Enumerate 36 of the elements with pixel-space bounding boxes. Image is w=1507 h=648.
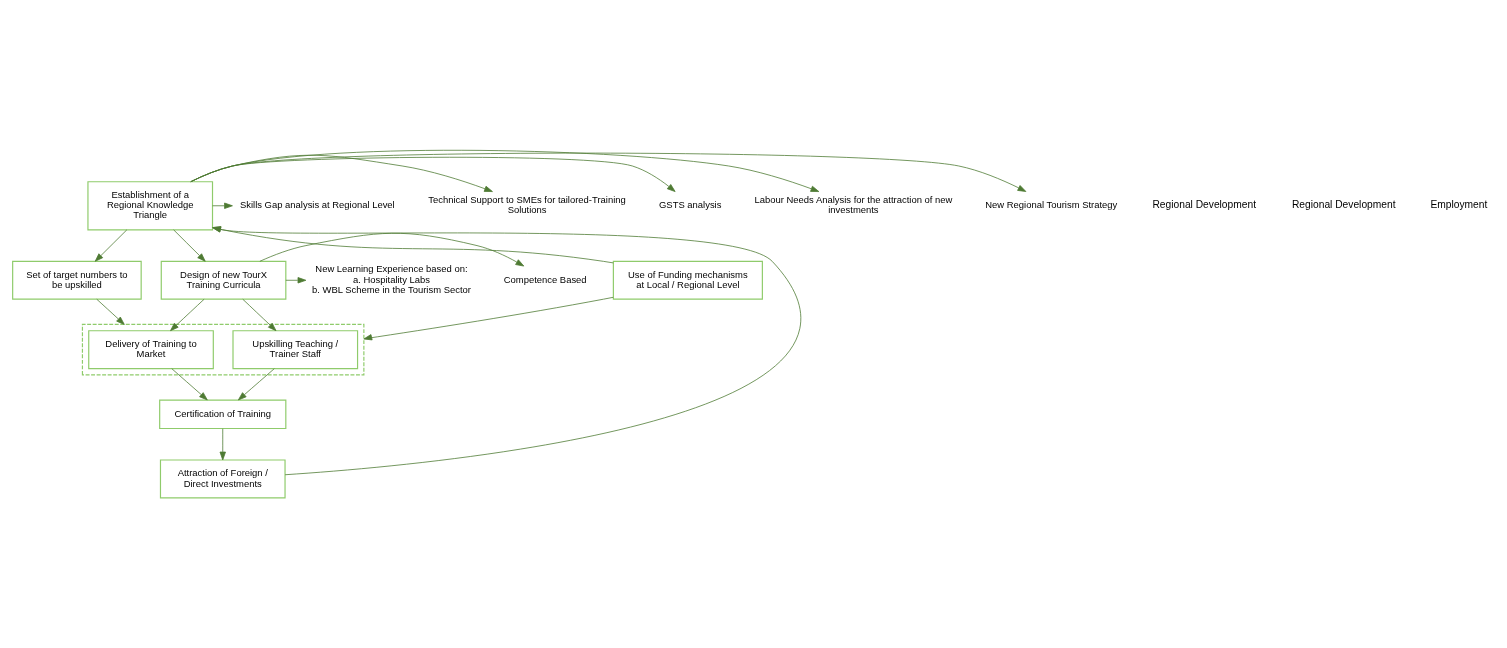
node-box: Set of target numbers to be upskilled — [12, 260, 142, 300]
arrow — [173, 229, 206, 262]
arrow — [190, 152, 1027, 192]
arrow — [212, 202, 233, 209]
arrow — [94, 229, 128, 262]
arrow — [212, 226, 800, 476]
node-text: GSTS analysis — [659, 199, 722, 211]
node-box: Delivery of Training to Market — [88, 330, 214, 370]
node-text: New Regional Tourism Strategy — [985, 199, 1118, 211]
node-box: Establishment of a Regional Knowledge Triangle — [87, 181, 214, 231]
arrow — [238, 368, 275, 401]
arrow — [190, 149, 820, 192]
node-box: Attraction of Foreign / Direct Investments — [159, 459, 286, 499]
arrow — [96, 298, 125, 325]
arrow — [259, 232, 525, 267]
arrow — [285, 277, 307, 284]
node-text: Technical Support to SMEs for tailored-Training Solutions — [428, 194, 626, 216]
arrow — [171, 368, 208, 401]
arrow — [363, 296, 614, 341]
label: Employment — [1430, 199, 1488, 211]
arrow — [242, 298, 277, 332]
node-text: Labour Needs Analysis for the attraction of new investments — [754, 194, 953, 216]
arrow — [170, 298, 205, 332]
node-box: Use of Funding mechanisms at Local / Regional Level — [612, 260, 763, 300]
arrow — [219, 428, 226, 461]
label: Regional Development — [1152, 199, 1256, 211]
node-box: Design of new TourX Training Curricula — [160, 260, 287, 300]
node-text: Skills Gap analysis at Regional Level — [239, 199, 395, 211]
label: Regional Development — [1291, 199, 1396, 211]
arrow — [190, 156, 676, 192]
arrow — [212, 226, 614, 264]
node-box: Certification of Training — [159, 399, 287, 430]
node-box: Upskilling Teaching / Trainer Staff — [232, 330, 359, 370]
arrow — [190, 154, 493, 192]
node-text: New Learning Experience based on: a. Hospitality Labs b. WBL Scheme in the Tourism Sector — [311, 263, 471, 295]
node-text: Competence Based — [503, 273, 587, 285]
